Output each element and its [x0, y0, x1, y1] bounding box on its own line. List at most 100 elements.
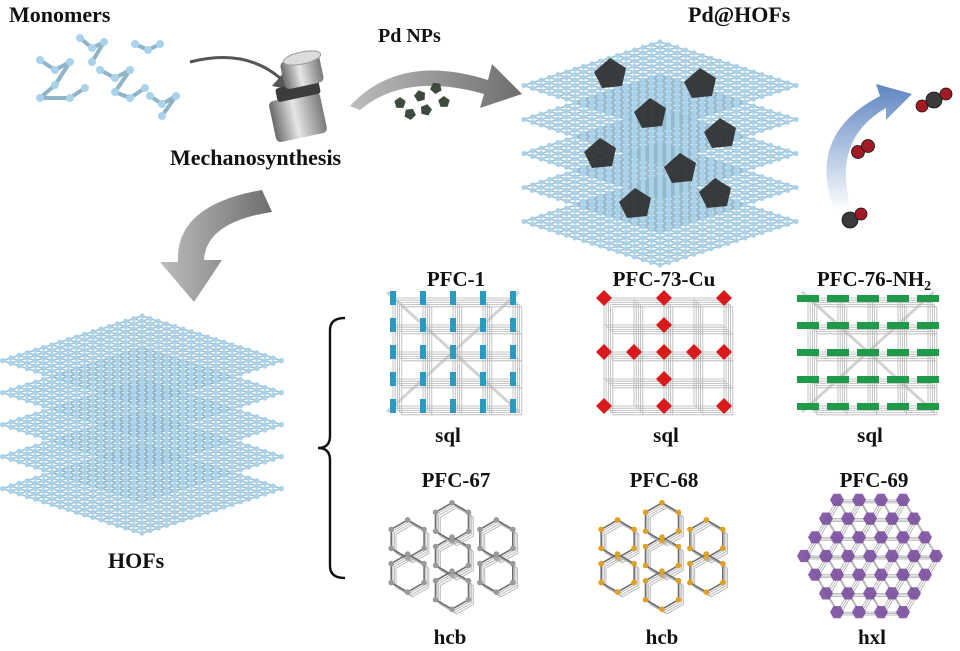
framework-node — [852, 606, 866, 619]
framework-node — [841, 549, 855, 563]
framework-node — [421, 579, 427, 586]
framework-node — [929, 549, 943, 563]
monomer-molecules — [36, 34, 180, 120]
framework-node — [918, 531, 932, 544]
framework-net-pfc-1 — [385, 290, 523, 416]
framework-node — [642, 528, 649, 535]
framework-node — [896, 606, 910, 619]
framework-node — [907, 512, 921, 525]
pd-cluster — [619, 188, 651, 218]
framework-node — [449, 500, 455, 506]
framework-node — [404, 589, 411, 595]
pd-particle — [438, 96, 450, 107]
framework-node — [493, 517, 500, 523]
pd-particle — [394, 97, 406, 108]
framework-node — [703, 551, 710, 557]
framework-node — [857, 295, 879, 302]
monomer-2 — [76, 34, 108, 66]
framework-node — [631, 526, 637, 533]
framework-node — [421, 545, 427, 552]
monomer-5 — [146, 92, 180, 120]
framework-node — [874, 493, 888, 506]
framework-node — [493, 589, 500, 595]
framework-node — [874, 568, 888, 581]
framework-node — [659, 606, 665, 612]
framework-node — [917, 376, 939, 383]
framework-node — [598, 545, 604, 552]
framework-node — [465, 528, 472, 535]
framework-node — [675, 596, 682, 603]
framework-node — [631, 579, 637, 586]
framework-node — [863, 549, 877, 563]
pd-particle — [404, 108, 416, 120]
framework-node — [896, 568, 910, 581]
framework-node — [510, 560, 516, 567]
framework-net-pfc-73-cu — [596, 290, 734, 416]
framework-node — [614, 551, 621, 557]
framework-node — [642, 562, 649, 569]
framework-node — [465, 562, 472, 569]
framework-node — [874, 531, 888, 544]
framework-node — [885, 549, 899, 563]
framework-node — [480, 372, 486, 386]
framework-node — [827, 322, 849, 329]
topology-label-pfc-67: hcb — [433, 625, 467, 649]
gas-molecules — [841, 87, 953, 229]
arrow-to-pd-hofs — [350, 64, 522, 110]
framework-node — [465, 509, 472, 516]
framework-node — [477, 526, 483, 533]
framework-node — [450, 345, 456, 359]
framework-node — [656, 398, 672, 414]
framework-node — [480, 318, 486, 332]
framework-node — [420, 291, 426, 305]
framework-node — [510, 399, 516, 413]
framework-node — [432, 543, 439, 550]
framework-node — [432, 562, 439, 569]
pd-cluster — [684, 68, 716, 98]
framework-node — [656, 371, 672, 387]
framework-node — [420, 372, 426, 386]
framework-node — [480, 399, 486, 413]
framework-node — [716, 344, 732, 360]
framework-node — [887, 403, 909, 410]
framework-node — [465, 543, 472, 550]
framework-node — [596, 290, 612, 306]
framework-node — [642, 577, 649, 584]
mechanosynthesis-label: Mechanosynthesis — [170, 145, 342, 170]
framework-node — [675, 577, 682, 584]
pd-cluster — [584, 138, 616, 168]
framework-panels — [385, 290, 943, 619]
framework-node — [656, 317, 672, 333]
framework-node — [687, 579, 693, 586]
framework-node — [885, 512, 899, 525]
framework-node — [827, 376, 849, 383]
framework-node — [388, 560, 394, 567]
framework-node — [720, 579, 726, 586]
framework-node — [907, 587, 921, 600]
framework-node — [449, 606, 455, 612]
framework-node — [659, 538, 665, 544]
pd-particle — [420, 104, 432, 116]
framework-node — [830, 493, 844, 506]
framework-node — [675, 562, 682, 569]
framework-node — [450, 318, 456, 332]
framework-node — [675, 528, 682, 535]
framework-node — [703, 517, 710, 523]
framework-node — [510, 545, 516, 552]
ball-mill-vial — [269, 50, 327, 143]
framework-node — [626, 344, 642, 360]
framework-node — [797, 349, 819, 356]
framework-node — [432, 509, 439, 516]
framework-node — [596, 398, 612, 414]
framework-node — [827, 295, 849, 302]
framework-node — [420, 318, 426, 332]
framework-node — [432, 577, 439, 584]
framework-node — [857, 403, 879, 410]
framework-node — [830, 606, 844, 619]
framework-node — [675, 509, 682, 516]
framework-title-pfc-69: PFC-69 — [839, 468, 909, 492]
framework-node — [720, 560, 726, 567]
framework-node — [659, 568, 665, 574]
